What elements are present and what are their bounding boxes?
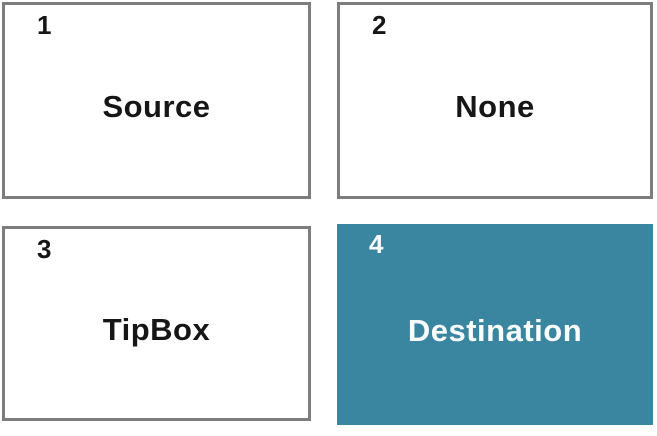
slot-label: Destination <box>407 312 583 348</box>
slot-number: 3 <box>37 234 52 264</box>
slot-number: 2 <box>372 10 387 40</box>
slot-1-source[interactable]: 1 Source <box>2 2 311 199</box>
slot-number: 4 <box>369 229 384 259</box>
slot-label: Source <box>102 88 211 124</box>
slot-number: 1 <box>37 10 52 40</box>
slot-label: None <box>455 88 535 124</box>
slot-3-tipbox[interactable]: 3 TipBox <box>2 226 311 421</box>
slot-label: TipBox <box>102 311 211 347</box>
slot-2-none[interactable]: 2 None <box>337 2 653 199</box>
slot-4-destination[interactable]: 4 Destination <box>337 224 653 425</box>
